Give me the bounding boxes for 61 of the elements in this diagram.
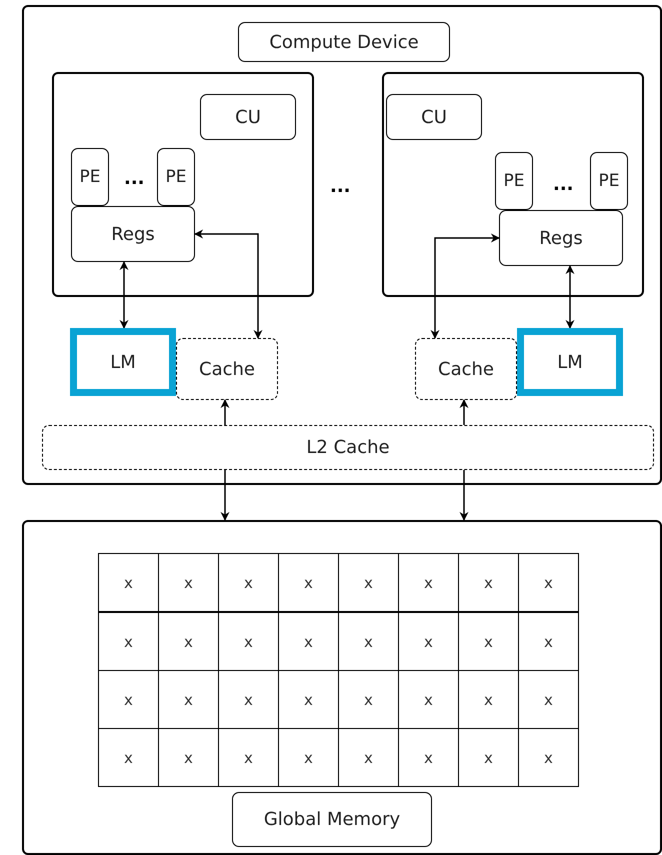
grid-cell: x (398, 612, 458, 670)
grid-cell: x (338, 612, 398, 670)
component-box: PE (157, 148, 195, 206)
component-box: Regs (71, 206, 195, 262)
grid-cell: x (458, 728, 518, 786)
device-panel (52, 72, 314, 297)
grid-cell: x (218, 670, 278, 728)
arrow (460, 399, 468, 425)
grid-cell: x (278, 554, 338, 612)
component-box: Global Memory (232, 792, 432, 847)
grid-cell: x (518, 554, 578, 612)
component-box: PE (590, 152, 628, 210)
grid-cell: x (518, 612, 578, 670)
local-memory-box: LM (70, 328, 176, 396)
grid-cell: x (278, 670, 338, 728)
grid-cell: x (398, 554, 458, 612)
component-box: Regs (499, 210, 623, 266)
device-panel (382, 72, 644, 297)
device-panel (22, 5, 662, 485)
double-arrow (430, 234, 500, 339)
grid-cell: x (98, 728, 158, 786)
grid-cell: x (218, 612, 278, 670)
grid-cell: x (518, 728, 578, 786)
ellipsis-text: ... (330, 176, 351, 197)
double-arrow (120, 261, 128, 329)
grid-cell: x (458, 670, 518, 728)
double-arrow (566, 265, 574, 329)
grid-cell: x (458, 554, 518, 612)
cache-box: Cache (176, 338, 278, 400)
double-arrow (194, 230, 262, 339)
grid-cell: x (158, 612, 218, 670)
grid-cell: x (158, 728, 218, 786)
component-box: Compute Device (238, 22, 450, 62)
component-box: PE (495, 152, 533, 210)
grid-cell: x (398, 728, 458, 786)
component-box: PE (71, 148, 109, 206)
grid-cell: x (398, 670, 458, 728)
grid-cell: x (218, 554, 278, 612)
grid-cell: x (338, 728, 398, 786)
device-panel (22, 520, 662, 855)
arrow (460, 470, 468, 521)
component-box: CU (386, 94, 482, 140)
grid-cell: x (278, 728, 338, 786)
grid-cell: x (458, 612, 518, 670)
ellipsis-text: ... (124, 168, 145, 189)
grid-cell: x (98, 554, 158, 612)
grid-cell: x (278, 612, 338, 670)
grid-cell: x (98, 670, 158, 728)
grid-cell: x (338, 670, 398, 728)
grid-cell: x (338, 554, 398, 612)
grid-cell: x (518, 670, 578, 728)
local-memory-box: LM (517, 328, 623, 396)
arrow (220, 470, 230, 521)
grid-cell: x (158, 670, 218, 728)
grid-cell: x (218, 728, 278, 786)
cache-box: L2 Cache (42, 425, 654, 470)
ellipsis-text: ... (553, 174, 574, 195)
grid-cell: x (98, 612, 158, 670)
component-box: CU (200, 94, 296, 140)
arrow (220, 399, 230, 425)
grid-cell: x (158, 554, 218, 612)
